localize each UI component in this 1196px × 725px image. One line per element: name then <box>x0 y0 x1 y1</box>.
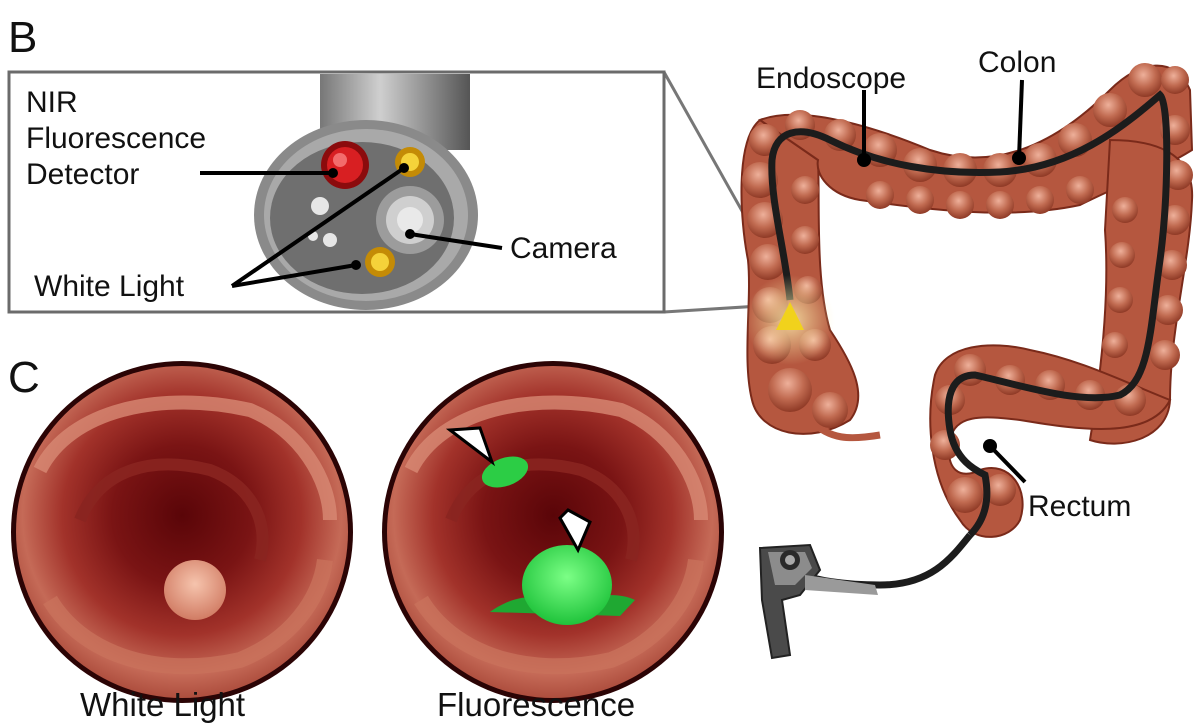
colon-label: Colon <box>978 46 1056 79</box>
caption-fluorescence: Fluorescence <box>437 686 635 723</box>
colon-illustration: Endoscope Colon Rectum <box>741 46 1193 658</box>
caption-white-light: White Light <box>80 686 245 723</box>
fluorescence-view <box>382 361 724 703</box>
endoscope-tip-inset: NIR Fluorescence Detector Camera White L… <box>9 72 792 312</box>
nir-label-line2: Fluorescence <box>26 122 206 155</box>
panel-c-letter: C <box>8 353 40 402</box>
endoscope-handle <box>760 545 878 658</box>
nir-label-line3: Detector <box>26 158 139 191</box>
polyp <box>164 560 226 620</box>
white-light-view <box>11 361 353 703</box>
endoscope-cable <box>800 535 970 585</box>
nir-label-line1: NIR <box>26 86 78 119</box>
camera-label: Camera <box>510 232 617 265</box>
fluorescent-polyp <box>522 545 612 625</box>
white-light-label: White Light <box>34 270 185 303</box>
endoscope-label: Endoscope <box>756 62 906 95</box>
panel-b-letter: B <box>8 13 37 62</box>
colon-leader-line <box>1019 80 1022 158</box>
rectum-label: Rectum <box>1028 490 1131 523</box>
